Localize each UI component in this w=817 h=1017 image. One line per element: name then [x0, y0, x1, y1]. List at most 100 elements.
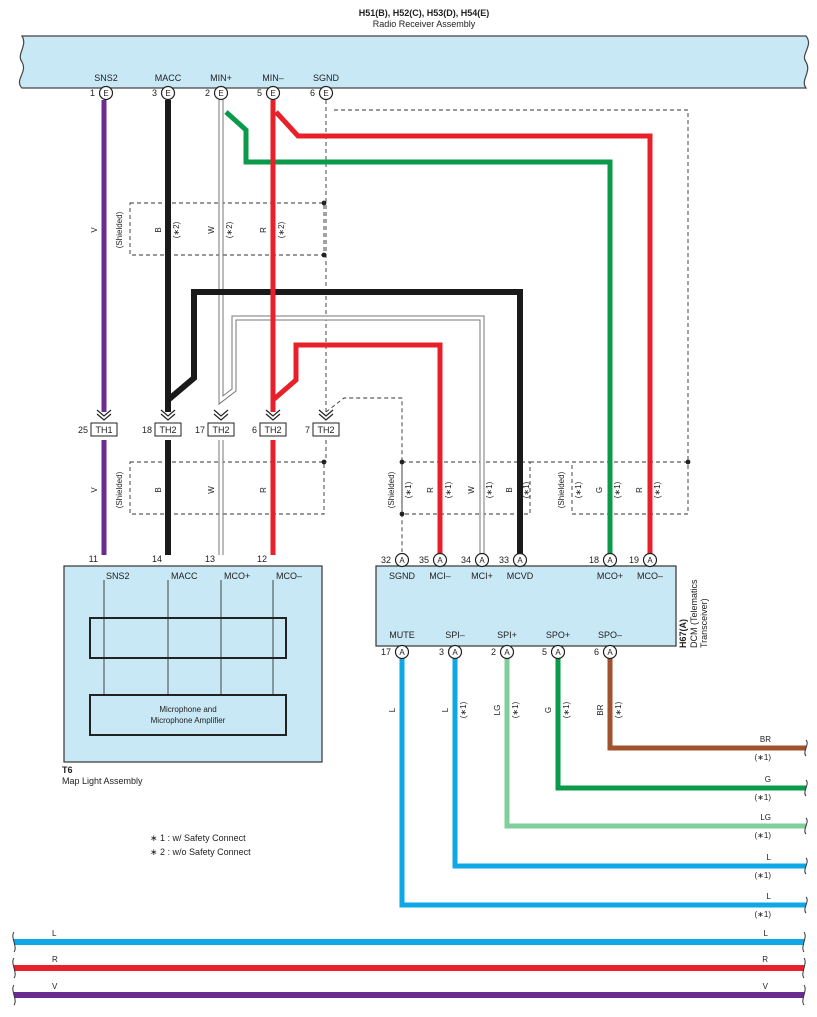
svg-text:MCO+: MCO+ [597, 571, 623, 581]
svg-text:R: R [259, 227, 268, 233]
receiver-code: H51(B), H52(C), H53(D), H54(E) [359, 8, 490, 18]
svg-text:6: 6 [310, 88, 315, 98]
svg-text:2: 2 [205, 88, 210, 98]
wire-red-mci-minus [271, 342, 443, 555]
svg-text:E: E [270, 89, 275, 98]
wire-black-mcvd [166, 289, 523, 555]
svg-text:G: G [765, 775, 771, 784]
svg-text:(∗2): (∗2) [172, 221, 181, 238]
wire-green-min-plus [224, 110, 613, 555]
svg-text:5: 5 [257, 88, 262, 98]
svg-text:17: 17 [381, 647, 391, 657]
svg-text:(∗1): (∗1) [485, 481, 494, 498]
svg-text:V: V [90, 227, 99, 233]
svg-text:V: V [763, 982, 769, 991]
svg-text:TH1: TH1 [95, 425, 112, 435]
svg-text:(∗1): (∗1) [511, 701, 520, 718]
wire-blue-mute [399, 658, 806, 908]
svg-text:L: L [388, 707, 397, 712]
junction-th2-6: TH2 6 [252, 422, 287, 437]
svg-text:B: B [154, 227, 163, 232]
exit-break-marks [804, 739, 808, 914]
shield-box-dcm-right [571, 461, 689, 515]
svg-text:W: W [467, 486, 476, 494]
svg-text:MCI–: MCI– [429, 571, 451, 581]
svg-text:2: 2 [491, 647, 496, 657]
svg-text:(∗1): (∗1) [562, 701, 571, 718]
svg-text:(∗1): (∗1) [404, 481, 413, 498]
shield-box-mid-left [129, 461, 325, 515]
upper-wire-labels: V (Shielded) B (∗2) W (∗2) R (∗2) [90, 211, 286, 248]
svg-text:A: A [504, 648, 510, 657]
svg-text:A: A [399, 556, 405, 565]
svg-text:(∗1): (∗1) [574, 481, 583, 498]
svg-text:V: V [52, 982, 58, 991]
svg-text:L: L [52, 929, 57, 938]
svg-text:G: G [595, 487, 604, 493]
svg-text:B: B [505, 487, 514, 492]
svg-text:A: A [555, 648, 561, 657]
svg-text:SNS2: SNS2 [106, 571, 130, 581]
junction-th2-7: TH2 7 [305, 422, 340, 437]
svg-text:L: L [767, 892, 772, 901]
svg-text:(∗1): (∗1) [755, 831, 772, 840]
svg-text:(Shielded): (Shielded) [557, 471, 566, 508]
svg-text:SPO+: SPO+ [546, 630, 570, 640]
svg-text:(∗2): (∗2) [225, 221, 234, 238]
footnote-1: ∗ 1 : w/ Safety Connect [150, 833, 246, 843]
svg-text:E: E [218, 89, 223, 98]
rx-pin-label-min-plus: MIN+ [210, 73, 232, 83]
footnote-2: ∗ 2 : w/o Safety Connect [150, 847, 251, 857]
wire-brown-spo-minus [607, 658, 806, 751]
microphone-amplifier-box [89, 694, 287, 736]
svg-text:A: A [607, 556, 613, 565]
svg-text:G: G [544, 707, 553, 713]
dcm-lower-wire-labels: L L (∗1) LG (∗1) G (∗1) BR (∗1) [388, 701, 623, 718]
svg-text:(∗1): (∗1) [755, 910, 772, 919]
svg-text:17: 17 [195, 425, 205, 435]
map-light-code: T6 [62, 765, 73, 775]
mic-amp-label-2: Microphone Amplifier [151, 716, 226, 725]
shield-box-dcm-left [401, 461, 531, 515]
svg-text:(∗1): (∗1) [755, 753, 772, 762]
svg-text:TH2: TH2 [159, 425, 176, 435]
svg-text:LG: LG [760, 813, 771, 822]
rx-pin-3: E 3 [152, 85, 176, 101]
map-light-name: Map Light Assembly [62, 776, 143, 786]
svg-text:(∗1): (∗1) [653, 481, 662, 498]
svg-text:A: A [399, 648, 405, 657]
svg-text:L: L [767, 853, 772, 862]
svg-text:(Shielded): (Shielded) [387, 471, 396, 508]
svg-text:(∗1): (∗1) [459, 701, 468, 718]
svg-text:7: 7 [305, 425, 310, 435]
svg-text:R: R [762, 955, 768, 964]
svg-text:W: W [207, 226, 216, 234]
sgnd-drain-upper [334, 109, 689, 462]
svg-text:19: 19 [629, 555, 639, 565]
mid-dcm-wire-labels: (Shielded) (∗1) R (∗1) W (∗1) B (∗1) (Sh… [387, 471, 662, 508]
svg-text:MCO+: MCO+ [224, 571, 250, 581]
junction-th1-25: TH1 25 [78, 422, 118, 437]
svg-text:LG: LG [493, 705, 502, 716]
svg-text:(∗2): (∗2) [277, 221, 286, 238]
svg-text:3: 3 [152, 88, 157, 98]
dcm-name-2: Transceiver) [699, 598, 709, 648]
receiver-name: Radio Receiver Assembly [373, 19, 476, 29]
rx-pin-2: E 2 [205, 85, 229, 101]
wire-green-spo-plus [555, 658, 806, 791]
svg-text:32: 32 [381, 555, 391, 565]
svg-text:A: A [517, 556, 523, 565]
svg-text:A: A [479, 556, 485, 565]
svg-text:BR: BR [596, 704, 605, 715]
rx-pin-label-macc: MACC [155, 73, 182, 83]
map-light-inner-box [89, 617, 287, 659]
svg-text:MCI+: MCI+ [471, 571, 493, 581]
dcm-box [375, 565, 677, 647]
svg-text:W: W [207, 486, 216, 494]
wire-white-min-plus [218, 100, 485, 555]
svg-text:25: 25 [78, 425, 88, 435]
wire-lightgreen-spi-plus [504, 658, 806, 829]
